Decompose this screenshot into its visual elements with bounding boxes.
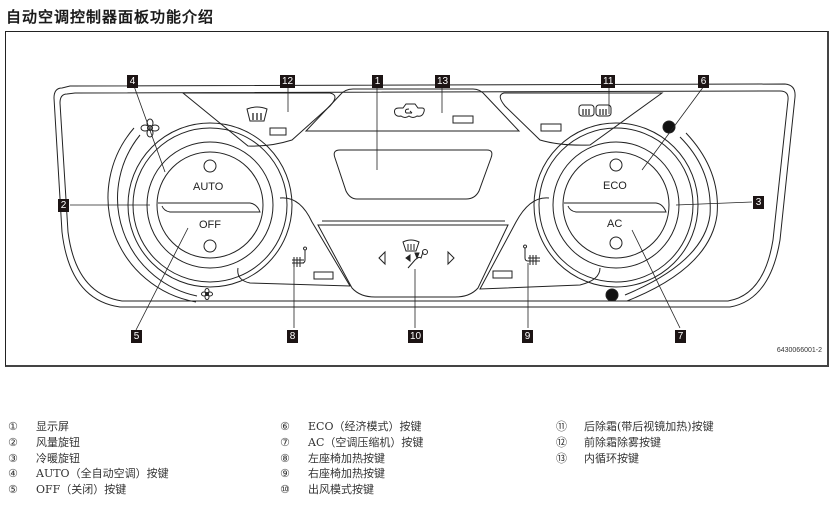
legend-text: 显示屏 [36,420,69,433]
legend-text: ECO（经济模式）按键 [308,420,422,433]
fan-low-icon [201,288,213,300]
legend-column-3: ⑪ 后除霜(带后视镜加热)按键 ⑫ 前除霜除雾按键 ⑬ 内循环按键 [556,419,714,466]
callout-13: 13 [435,75,451,88]
recirculation-button-area[interactable] [304,88,521,132]
callout-2: 2 [58,199,69,212]
left-seat-indicator [313,271,334,280]
legend-text: 内循环按键 [584,451,639,465]
eco-indicator [609,158,623,172]
right-seat-heat-icon [523,244,540,265]
panel-outline [53,83,796,308]
rear-defrost-button-area[interactable] [499,92,664,146]
legend-num: ① [8,420,18,433]
legend-item: ⑪ 后除霜(带后视镜加热)按键 [556,419,714,435]
front-defrost-icon [246,106,268,122]
legend-text: AUTO（全自动空调）按键 [36,467,169,481]
cold-dot [662,120,676,134]
air-mode-icon [402,239,428,269]
legend-item: ⑥ ECO（经济模式）按键 [280,419,423,435]
legend-item: ⑤ OFF（关闭）按键 [8,482,169,498]
fan-high-icon [140,118,160,138]
arrow-left-icon[interactable] [378,250,386,266]
diagram-frame [5,31,829,367]
legend-text: 右座椅加热按键 [308,467,385,481]
legend-item: ④ AUTO（全自动空调）按键 [8,466,169,482]
legend-num: ⑬ [556,451,567,465]
legend-num: ⑫ [556,435,567,449]
right-seat-indicator [492,270,513,279]
front-defrost-button-area[interactable] [181,92,336,147]
callout-8: 8 [287,330,298,343]
fan-speed-knob[interactable] [107,122,293,303]
recirculation-icon [394,103,425,118]
eco-button[interactable]: ECO [603,180,627,192]
legend-num: ⑩ [280,483,290,497]
auto-indicator [203,159,217,173]
legend-text: 后除霜(带后视镜加热)按键 [584,420,714,433]
legend-num: ④ [8,467,18,481]
legend-item: ① 显示屏 [8,419,169,435]
rear-defrost-icon [578,104,612,117]
legend-num: ⑦ [280,435,290,449]
legend-text: 左座椅加热按键 [308,451,385,465]
legend-item: ⑫ 前除霜除雾按键 [556,435,714,451]
callout-5: 5 [131,330,142,343]
legend-column-1: ① 显示屏 ② 风量旋钮 ③ 冷暖旋钮 ④ AUTO（全自动空调）按键 ⑤ OFF（关闭）… [8,419,169,498]
legend-item: ⑧ 左座椅加热按键 [280,451,423,467]
leader-lines [70,85,753,331]
legend-text: 风量旋钮 [36,435,80,449]
legend-text: 前除霜除雾按键 [584,435,661,449]
ac-indicator [609,236,623,250]
callout-9: 9 [522,330,533,343]
display-screen [333,149,493,200]
callout-11: 11 [601,75,616,88]
ac-button[interactable]: AC [607,218,623,230]
legend-item: ⑦ AC（空调压缩机）按键 [280,435,423,451]
legend-num: ⑨ [280,467,290,481]
auto-button[interactable]: AUTO [193,181,224,193]
legend-num: ② [8,435,18,449]
legend-num: ⑤ [8,483,18,497]
off-indicator [203,239,217,253]
arrow-right-icon[interactable] [447,250,455,266]
page-title: 自动空调控制器面板功能介绍 [6,8,215,26]
right-seat-heat-button-area[interactable] [479,197,601,290]
legend-item: ⑬ 内循环按键 [556,451,714,467]
legend-item: ③ 冷暖旋钮 [8,451,169,467]
legend-num: ⑪ [556,420,567,433]
figure-id: 6430066001-2 [776,347,822,354]
callout-4: 4 [127,75,138,88]
callout-6: 6 [698,75,709,88]
temperature-knob[interactable] [533,120,718,302]
callout-10: 10 [408,330,424,343]
callout-7: 7 [675,330,686,343]
callout-3: 3 [753,196,764,209]
legend-num: ⑧ [280,451,290,465]
rear-defrost-indicator [540,123,562,132]
legend-item: ⑨ 右座椅加热按键 [280,466,423,482]
callout-12: 12 [280,75,296,88]
legend-item: ⑩ 出风模式按键 [280,482,423,498]
legend-item: ② 风量旋钮 [8,435,169,451]
legend-num: ③ [8,451,18,465]
legend-column-2: ⑥ ECO（经济模式）按键 ⑦ AC（空调压缩机）按键 ⑧ 左座椅加热按键 ⑨ 右座椅加… [280,419,423,498]
legend-text: AC（空调压缩机）按键 [308,435,424,449]
front-defrost-indicator [269,127,287,136]
air-mode-button-area[interactable] [317,220,509,298]
callout-1: 1 [372,75,383,88]
legend-text: OFF（关闭）按键 [36,483,127,497]
legend-text: 出风模式按键 [308,483,374,497]
recirculation-indicator [452,115,474,124]
legend-text: 冷暖旋钮 [36,451,80,465]
left-seat-heat-button-area[interactable] [237,197,351,287]
off-button[interactable]: OFF [199,219,221,231]
legend-num: ⑥ [280,420,290,433]
hot-dot [605,288,619,302]
